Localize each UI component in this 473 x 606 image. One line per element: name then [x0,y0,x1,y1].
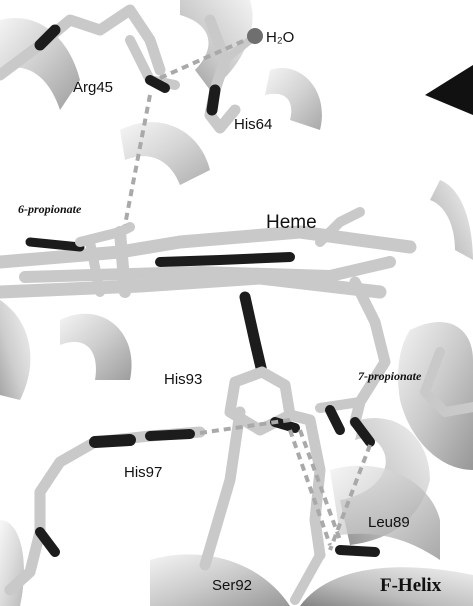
label-leu89: Leu89 [368,514,410,531]
label-his64: His64 [234,116,272,133]
water-molecule [247,28,263,44]
label-heme: Heme [266,212,317,233]
label-water: H₂O [266,29,294,46]
label-6-propionate: 6-propionate [18,202,82,216]
label-arg45: Arg45 [73,79,113,96]
label-f-helix: F-Helix [380,575,442,596]
label-his93: His93 [164,371,202,388]
label-ser92: Ser92 [212,577,252,594]
label-his97: His97 [124,464,162,481]
label-7-propionate: 7-propionate [358,369,422,383]
